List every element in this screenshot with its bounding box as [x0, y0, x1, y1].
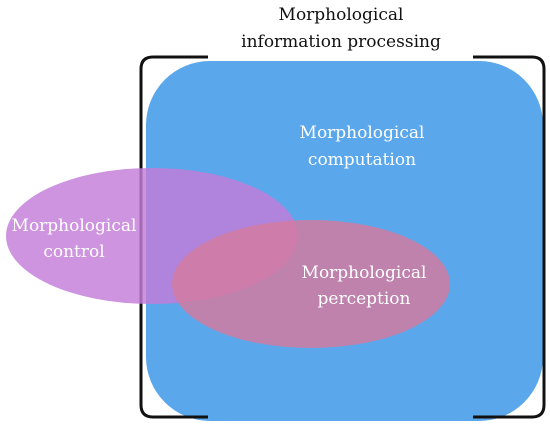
header-title-line-1: Morphological: [279, 5, 404, 25]
computation-label-line-2: computation: [308, 150, 416, 170]
perception-label-line-2: perception: [318, 289, 411, 309]
right-bracket: [473, 55, 546, 419]
perception-region: [172, 220, 450, 348]
control-label-line-2: control: [43, 242, 104, 262]
header-title-line-2: information processing: [241, 32, 441, 52]
computation-label-line-1: Morphological: [300, 123, 425, 143]
control-label-line-1: Morphological: [12, 216, 137, 236]
perception-label-line-1: Morphological: [302, 263, 427, 283]
